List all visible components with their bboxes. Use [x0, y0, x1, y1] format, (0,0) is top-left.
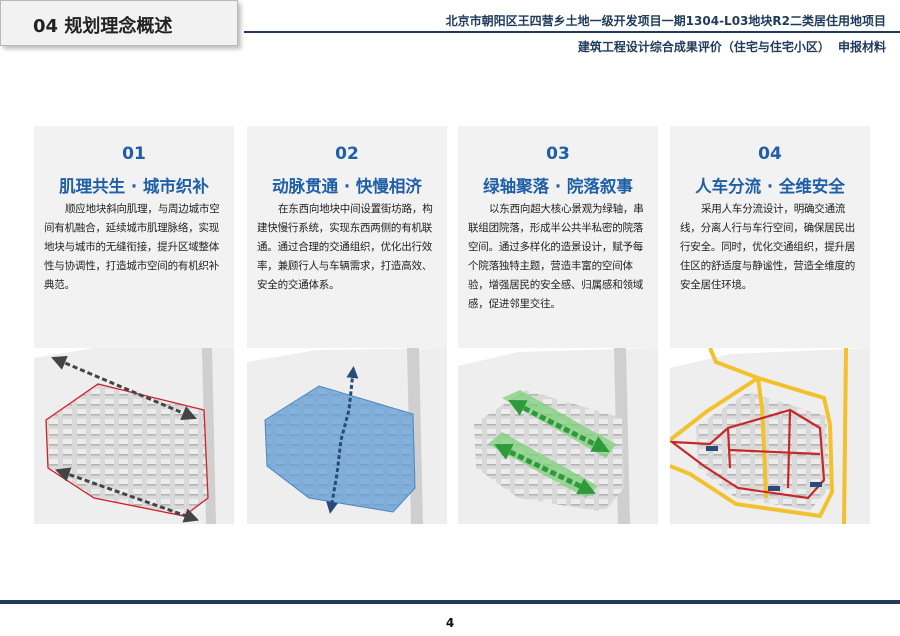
- concept-card-3: 03 绿轴聚落 · 院落叙事 以东西向超大核心景观为绿轴，串联组团院落，形成半公…: [458, 126, 658, 524]
- page-number: 4: [445, 616, 455, 630]
- section-tab: 04 规划理念概述: [0, 0, 238, 46]
- card-description: 采用人车分流设计，明确交通流线，分离人行与车行空间，确保居民出行安全。同时，优化…: [680, 203, 856, 291]
- artery-diagram: [247, 348, 447, 524]
- concept-card-2: 02 动脉贯通 · 快慢相济 在东西向地块中间设置街坊路，构建快慢行系统，实现东…: [247, 126, 447, 524]
- texture-diagram: [34, 348, 234, 524]
- section-label: 04 规划理念概述: [33, 16, 173, 37]
- concept-card-4: 04 人车分流 · 全维安全 采用人车分流设计，明确交通流线，分离人行与车行空间…: [670, 126, 870, 524]
- traffic-diagram: [670, 348, 870, 524]
- card-number: 02: [335, 144, 359, 164]
- project-title: 北京市朝阳区王四营乡土地一级开发项目一期1304-L03地块R2二类居住用地项目: [445, 14, 886, 28]
- card-description: 在东西向地块中间设置街坊路，构建快慢行系统，实现东西两侧的有机联通。通过合理的交…: [257, 203, 433, 291]
- green-axis-diagram: [458, 348, 658, 524]
- card-number: 04: [758, 144, 782, 164]
- card-description: 顺应地块斜向肌理，与周边城市空间有机融合，延续城市肌理脉络，实现地块与城市的无缝…: [44, 203, 220, 291]
- card-title: 人车分流 · 全维安全: [695, 177, 845, 196]
- header-divider: [244, 31, 900, 33]
- card-number: 01: [122, 144, 146, 164]
- footer-divider: [0, 600, 900, 604]
- card-title: 肌理共生 · 城市织补: [59, 177, 209, 196]
- card-title: 动脉贯通 · 快慢相济: [272, 177, 422, 196]
- card-title: 绿轴聚落 · 院落叙事: [483, 177, 633, 196]
- card-description: 以东西向超大核心景观为绿轴，串联组团院落，形成半公共半私密的院落空间。通过多样化…: [468, 203, 644, 310]
- card-number: 03: [546, 144, 570, 164]
- concept-card-1: 01 肌理共生 · 城市织补 顺应地块斜向肌理，与周边城市空间有机融合，延续城市…: [34, 126, 234, 524]
- document-subtitle: 建筑工程设计综合成果评价（住宅与住宅小区） 申报材料: [577, 40, 886, 54]
